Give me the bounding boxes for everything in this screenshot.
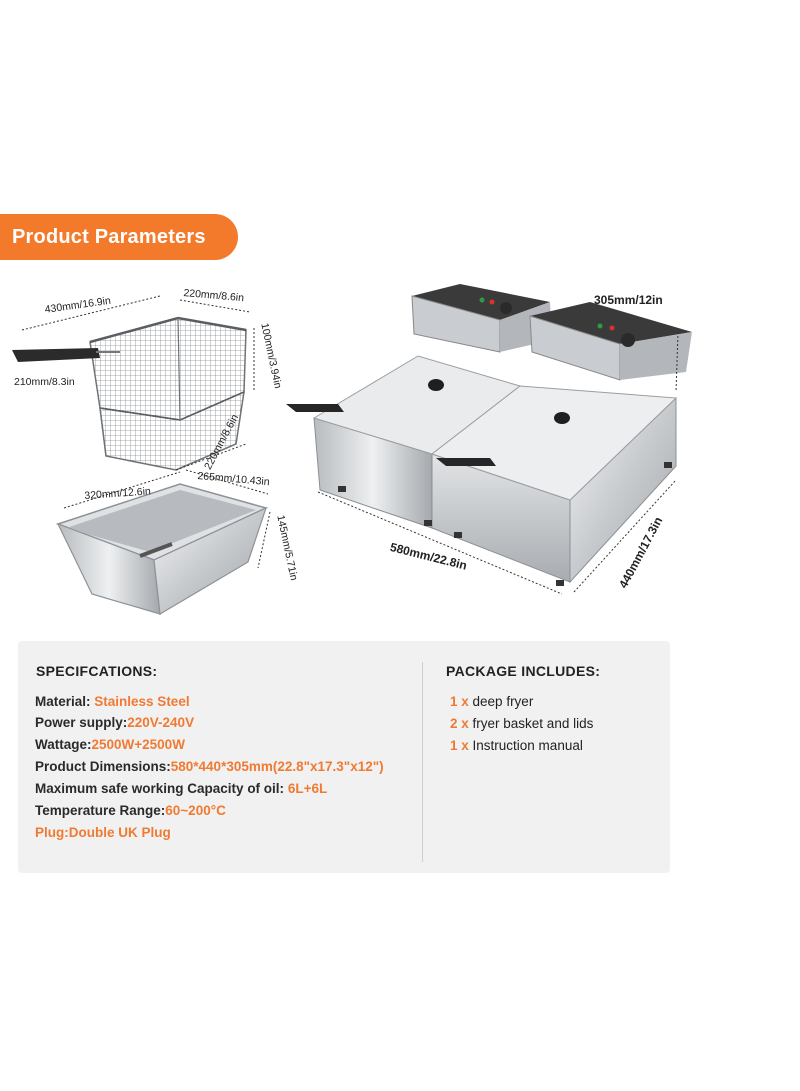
spec-temperature: Temperature Range:60~200°C bbox=[35, 803, 226, 818]
spec-material: Material: Stainless Steel bbox=[35, 694, 190, 709]
spec-plug: Plug:Double UK Plug bbox=[35, 825, 171, 840]
spec-power-supply: Power supply:220V-240V bbox=[35, 715, 195, 730]
package-item: 2 x fryer basket and lids bbox=[450, 716, 594, 731]
spec-dimensions: Product Dimensions:580*440*305mm(22.8"x1… bbox=[35, 759, 384, 774]
product-illustration bbox=[12, 284, 692, 615]
banner-title: Product Parameters bbox=[12, 226, 206, 248]
package-item: 1 x Instruction manual bbox=[450, 738, 583, 753]
package-title: PACKAGE INCLUDES: bbox=[446, 663, 601, 679]
spec-wattage: Wattage:2500W+2500W bbox=[35, 737, 185, 752]
dim-fryer-height: 305mm/12in bbox=[594, 293, 663, 307]
dim-basket-handle: 210mm/8.3in bbox=[14, 376, 75, 388]
spec-oil-capacity: Maximum safe working Capacity of oil: 6L… bbox=[35, 781, 328, 796]
panel-divider bbox=[422, 662, 423, 862]
oil-tank bbox=[55, 483, 269, 615]
package-item: 1 x deep fryer bbox=[450, 694, 534, 709]
specifications-title: SPECIFCATIONS: bbox=[36, 663, 158, 679]
section-banner: Product Parameters bbox=[0, 214, 238, 260]
dimension-lines bbox=[21, 295, 679, 595]
deep-fryer bbox=[286, 284, 692, 586]
specifications-panel bbox=[18, 641, 670, 873]
fryer-basket bbox=[12, 316, 247, 471]
